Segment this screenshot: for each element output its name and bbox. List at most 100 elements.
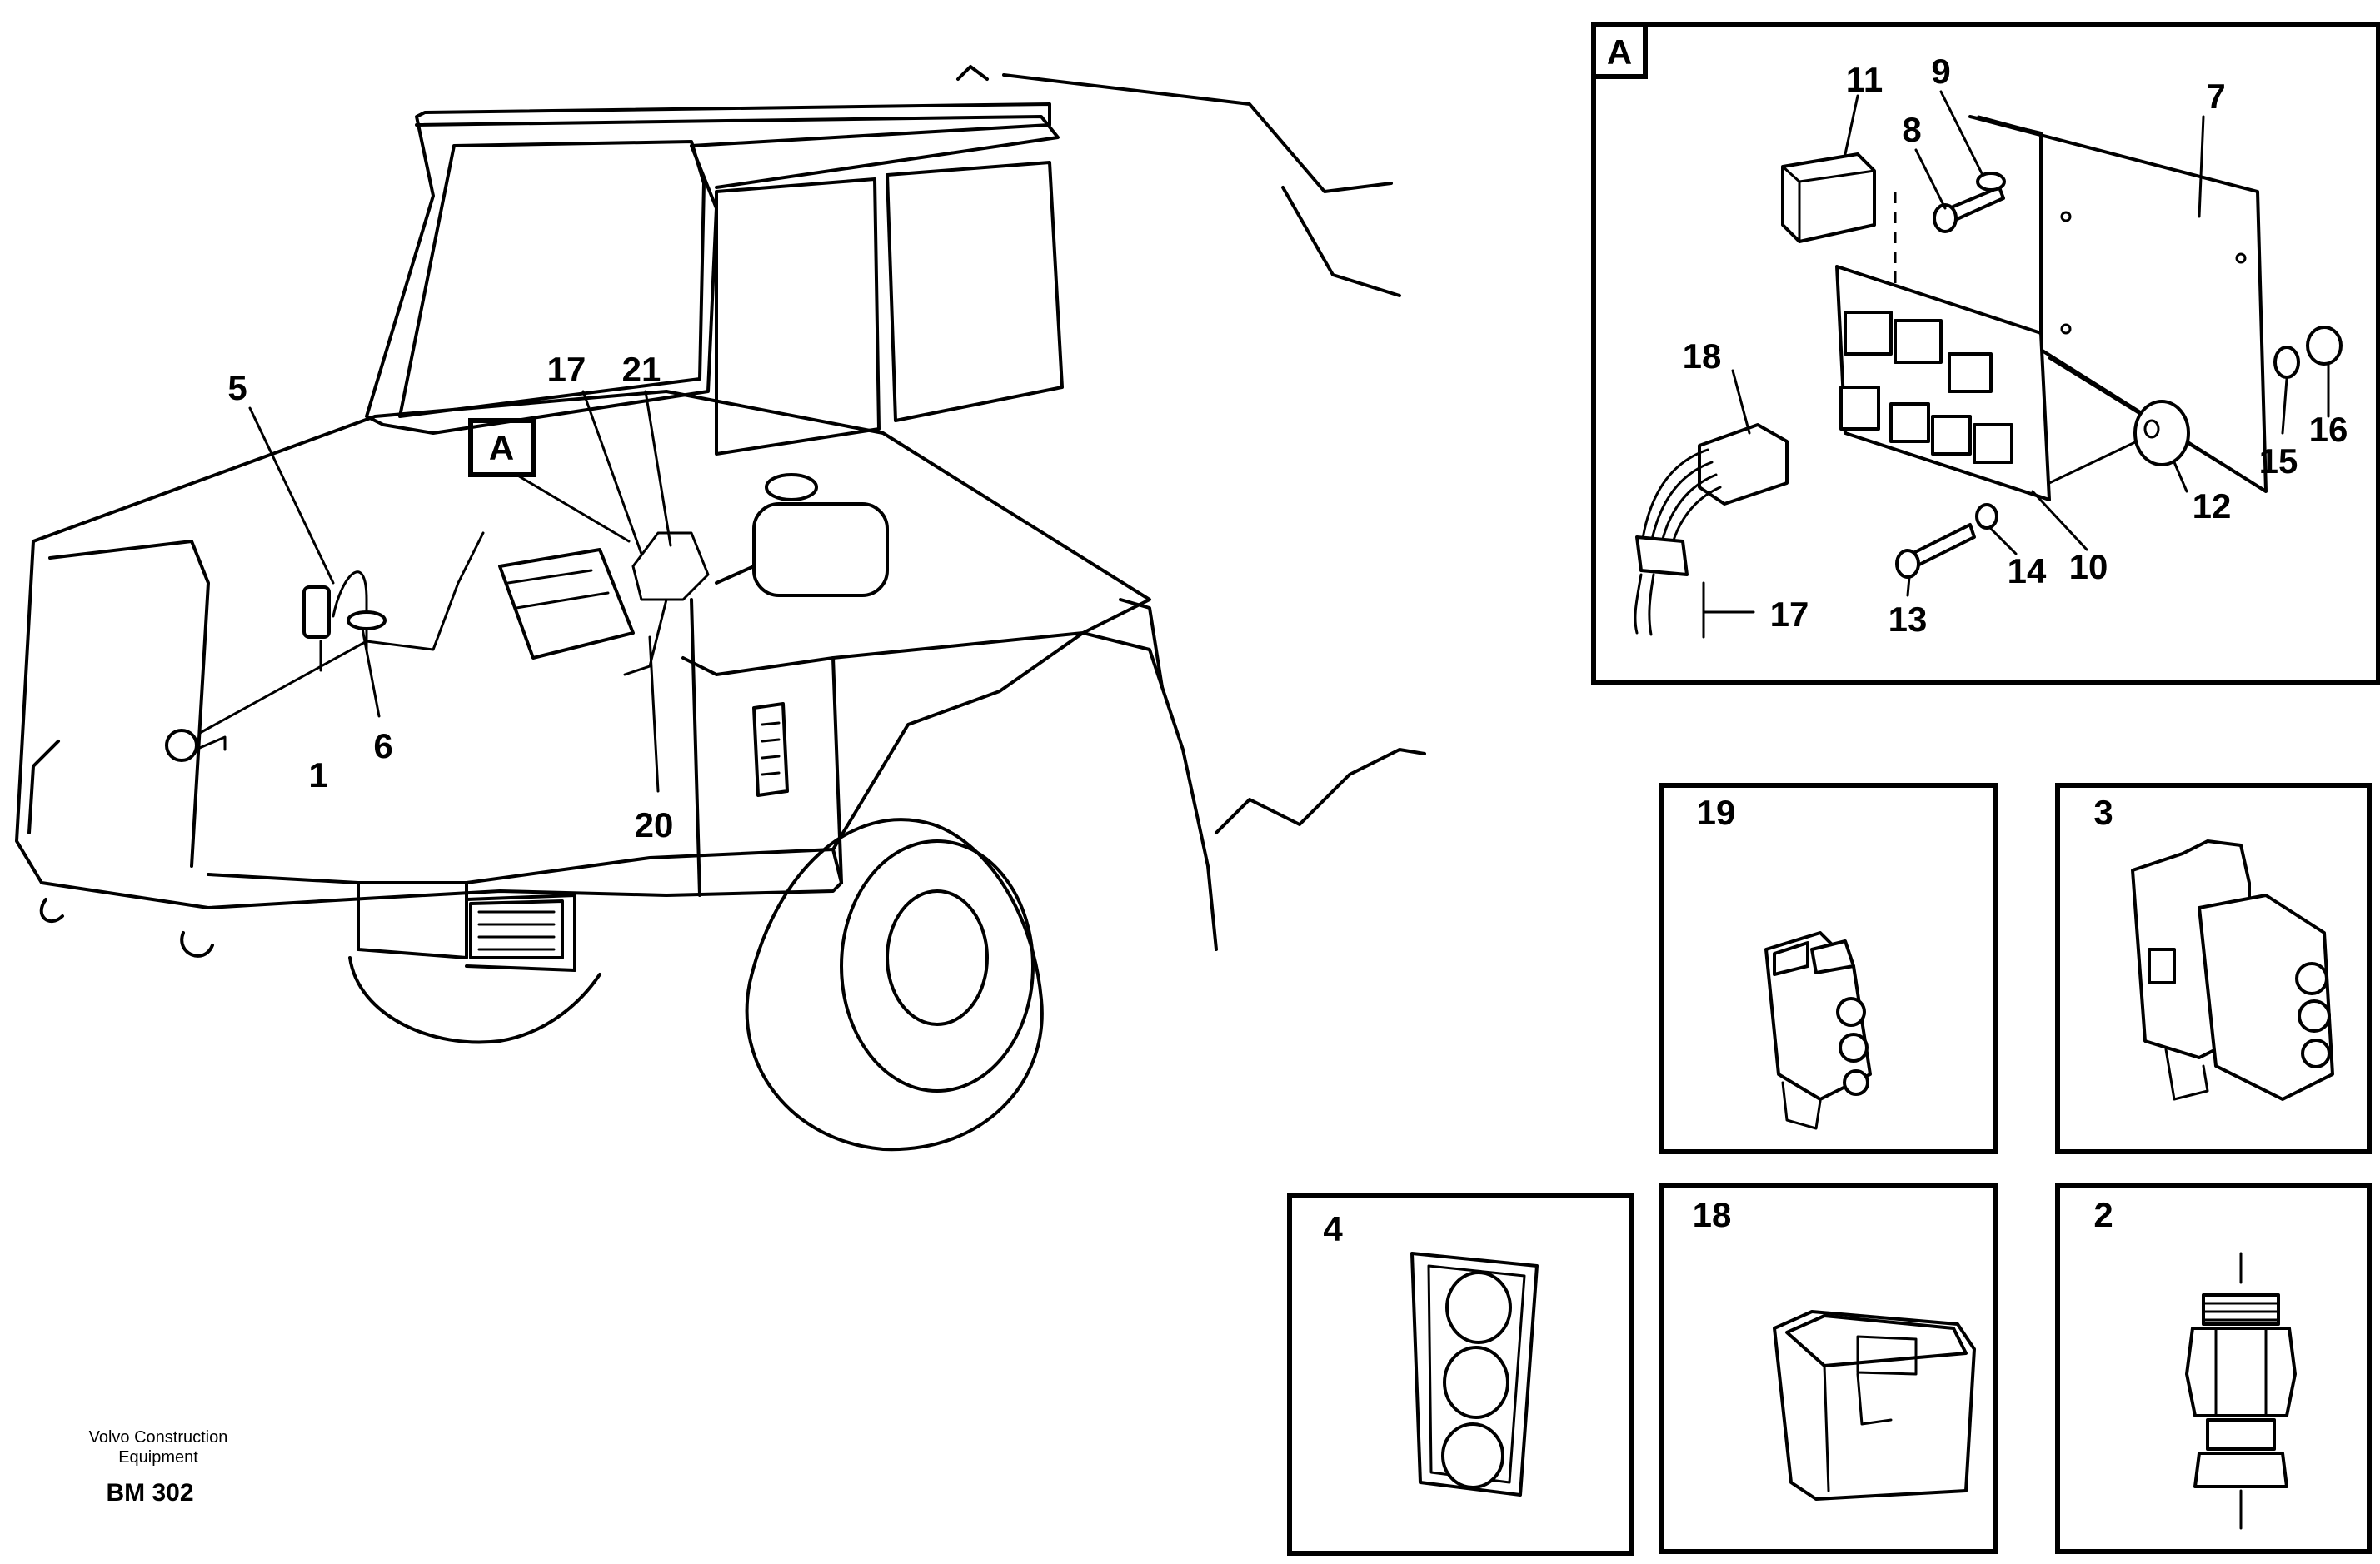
credit-line-1: Volvo Construction	[89, 1428, 228, 1447]
callout-10: 10	[2069, 547, 2108, 586]
sensor-thread-lines	[2202, 1302, 2280, 1322]
wire-harness-rear	[623, 598, 668, 676]
bumper-top	[207, 848, 843, 884]
callout-17-detail: 17	[1770, 595, 1809, 634]
main-view-callouts: 5 1 6 17 21 20 A	[227, 350, 673, 844]
spacer-line	[2048, 440, 2138, 485]
air-intake-cap	[765, 473, 818, 501]
plate-hole	[2235, 252, 2247, 264]
sensor-base	[2193, 1452, 2288, 1488]
detail-marker-box	[468, 418, 536, 477]
bumper-plate	[465, 894, 576, 972]
connector-19-tab	[1781, 1081, 1822, 1130]
sensor-hex	[2185, 1327, 2297, 1417]
leader-d11	[1844, 94, 1859, 156]
fender-rear	[1119, 598, 1164, 689]
front-corner	[27, 740, 60, 834]
panel-19: 19	[1659, 783, 1998, 1154]
leader-d9	[1939, 90, 1984, 177]
connector-3-pin	[2298, 999, 2331, 1033]
horn-bracket	[194, 735, 227, 751]
wire-harness-front	[198, 531, 485, 735]
panel-2: 2	[2055, 1183, 2372, 1554]
detail-a-frame	[1591, 22, 2380, 685]
callout-5: 5	[227, 368, 247, 407]
panel-3-label: 3	[2093, 793, 2113, 832]
cab-outline	[365, 102, 1051, 435]
headlamp-lines	[477, 910, 556, 951]
leader-6	[361, 627, 381, 718]
hood-top-edge	[32, 390, 1151, 676]
credit-line-2: Equipment	[118, 1448, 198, 1467]
relay-11-edges	[1781, 165, 1876, 243]
callout-16: 16	[2309, 410, 2348, 449]
washer-9	[1976, 172, 2006, 192]
leader-a	[515, 473, 631, 543]
rear-body-silhouette	[1215, 748, 1426, 834]
callout-20: 20	[635, 805, 674, 844]
headlamp	[469, 899, 564, 959]
side-vent	[752, 702, 789, 797]
connector-3-pin	[2295, 962, 2328, 995]
drawing-credit: Volvo Construction Equipment BM 302	[89, 1428, 228, 1507]
relay-slot	[1973, 423, 2013, 464]
grommet-hole	[1445, 1271, 1512, 1344]
rear-wheel-hub	[886, 889, 989, 1026]
bolt-8-head	[1933, 203, 1958, 233]
washer-14	[1975, 503, 1998, 530]
relay-slot	[1844, 311, 1893, 356]
grommet-inner	[1427, 1264, 1526, 1484]
circuit-board	[1835, 265, 2051, 501]
main-view-leaders	[248, 390, 672, 793]
leader-d15	[2281, 377, 2288, 435]
fender-arch	[831, 631, 1218, 951]
panel-4-label: 4	[1323, 1209, 1343, 1248]
cab-roof	[415, 115, 1060, 189]
connector-18-edges	[1823, 1335, 1918, 1492]
callout-21: 21	[622, 350, 661, 389]
panel-2-label: 2	[2093, 1195, 2113, 1234]
panel-4: 4	[1287, 1193, 1634, 1556]
spacer-12-hole	[2143, 419, 2160, 439]
connector-3-foot	[2164, 1048, 2209, 1101]
connector-18-slot	[1856, 1372, 1893, 1426]
battery-box	[498, 548, 635, 660]
leader-d12	[2173, 461, 2188, 493]
cable-sleeve	[1635, 535, 1689, 576]
canister-hose	[332, 570, 368, 651]
cable-17	[1634, 573, 1655, 636]
grommet-hole	[1441, 1422, 1504, 1489]
plate-hole	[2060, 323, 2072, 335]
relay-slot	[1931, 415, 1972, 456]
tow-hooks	[39, 898, 214, 958]
panel-4-frame	[1287, 1193, 1634, 1556]
dump-body-edge	[1281, 186, 1401, 297]
connector-19-latch	[1773, 939, 1855, 976]
rear-wheel-rim	[840, 839, 1035, 1093]
grille-panel	[48, 540, 210, 868]
callout-13: 13	[1889, 600, 1928, 639]
drawing-code: BM 302	[106, 1479, 193, 1507]
panel-2-frame	[2055, 1183, 2372, 1554]
horn-component	[165, 729, 198, 762]
connector-19-pin	[1839, 1033, 1869, 1063]
leader-17	[581, 390, 643, 555]
panel-3-frame	[2055, 783, 2372, 1154]
panel-18-label: 18	[1693, 1195, 1732, 1234]
callout-12: 12	[2193, 486, 2232, 525]
grommet-hole	[1443, 1346, 1509, 1419]
panel-3: 3	[2055, 783, 2372, 1154]
relay-box-mount	[631, 531, 710, 601]
panel-18: 18	[1659, 1183, 1998, 1554]
leader-5	[248, 406, 335, 585]
callout-18-detail: 18	[1683, 336, 1722, 376]
harness-wires	[1639, 448, 1722, 564]
vent-slats	[761, 721, 781, 776]
detail-marker-label: A	[489, 428, 514, 467]
bumper-panel	[357, 881, 468, 959]
dump-body-outline	[1002, 73, 1393, 193]
battery-lines	[506, 569, 610, 610]
callout-8: 8	[1902, 110, 1921, 149]
panel-19-label: 19	[1697, 793, 1736, 832]
